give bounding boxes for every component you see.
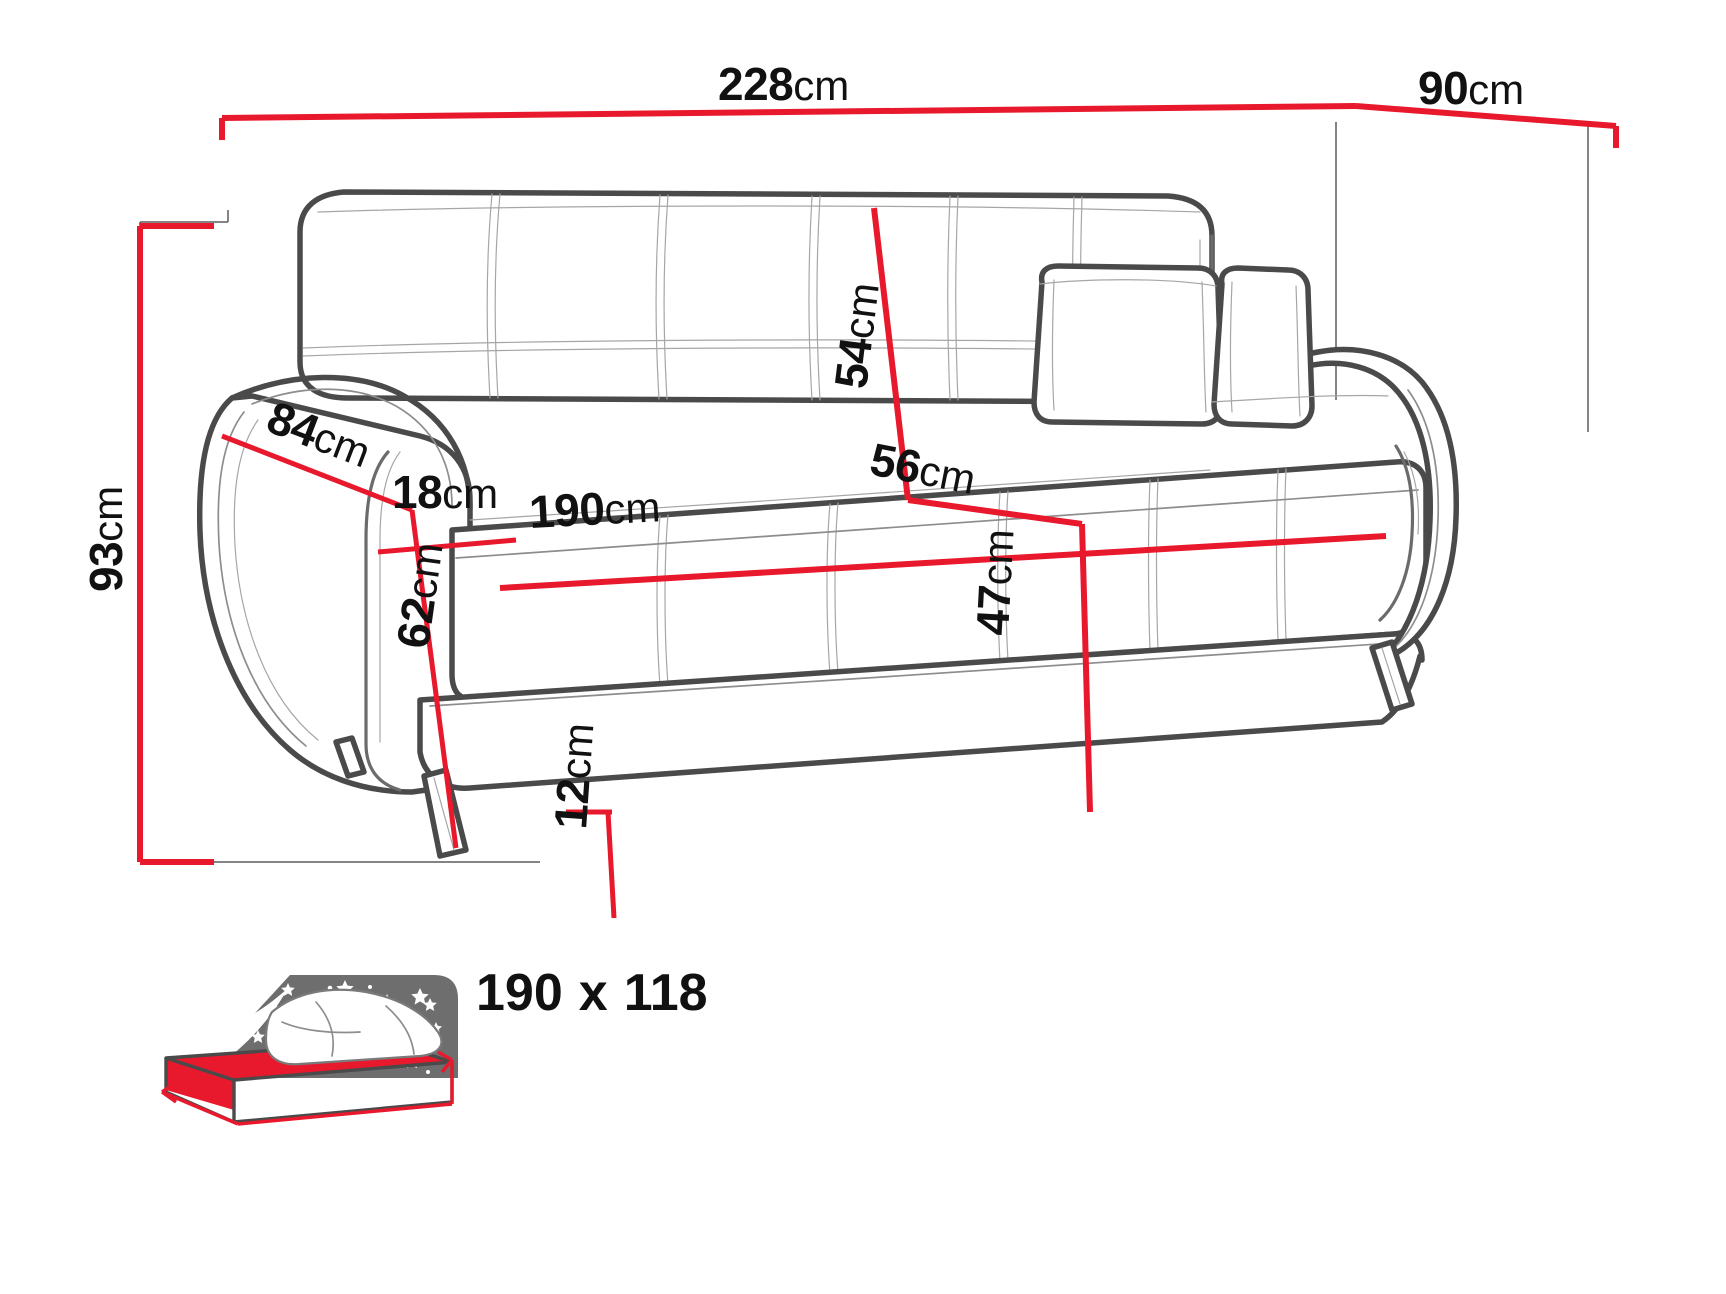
mattress-front <box>166 1058 234 1110</box>
sleeping-length: 118 <box>624 964 708 1022</box>
sleeping-area-icon: 190 x 118 <box>161 964 708 1126</box>
sofa-leg-back-left <box>333 735 367 779</box>
bed-dim-width-2 <box>237 1102 453 1126</box>
pillow-fold-2 <box>385 1005 415 1055</box>
dim-line-56 <box>907 497 1083 527</box>
label-190cm: 190cm <box>528 479 662 538</box>
label-190-number: 190 <box>528 482 606 538</box>
dim-line-47 <box>1079 523 1093 813</box>
bed-dim-width <box>161 1080 239 1126</box>
dimension-lines <box>137 103 1619 919</box>
svg-text:54cm: 54cm <box>824 280 889 392</box>
label-47cm: 47cm <box>966 528 1023 637</box>
label-62cm: 62cm <box>386 539 452 652</box>
dim-line-90 <box>1355 103 1617 129</box>
bed-dim-length <box>437 1050 454 1104</box>
sleeping-width: 190 <box>476 964 563 1022</box>
dim-line-54 <box>871 207 911 501</box>
armrest-inner-face <box>364 450 402 792</box>
label-47-unit: cm <box>973 528 1023 586</box>
sofa-illustration <box>196 189 1459 859</box>
label-90-unit: cm <box>1468 66 1524 113</box>
label-62-number: 62 <box>386 594 444 651</box>
label-54-unit: cm <box>834 280 887 341</box>
svg-text:56cm: 56cm <box>866 433 980 504</box>
label-190-unit: cm <box>603 483 661 533</box>
dim-line-228 <box>221 103 1357 121</box>
sky-swoosh <box>196 975 290 1078</box>
label-93cm: 93cm <box>80 486 132 592</box>
dim-line-190 <box>499 533 1387 591</box>
svg-text:12cm: 12cm <box>544 721 603 831</box>
label-62-unit: cm <box>397 540 451 602</box>
label-54cm: 54cm <box>824 280 889 392</box>
label-12-unit: cm <box>552 721 603 780</box>
svg-text:62cm: 62cm <box>386 539 452 651</box>
svg-text:90cm: 90cm <box>1418 62 1524 114</box>
svg-text:228cm: 228cm <box>718 58 849 110</box>
svg-text:190cm: 190cm <box>528 479 662 538</box>
dim-line-84 <box>221 433 413 513</box>
label-56cm: 56cm <box>866 433 980 504</box>
seat-seams <box>455 468 1419 687</box>
mattress-box-edge2 <box>233 1060 453 1082</box>
label-93-unit: cm <box>84 486 131 542</box>
dim-line-62 <box>409 509 459 849</box>
label-228-unit: cm <box>793 62 849 109</box>
dim-line-12 <box>605 811 617 919</box>
svg-text:18cm: 18cm <box>392 466 498 518</box>
svg-text:93cm: 93cm <box>80 486 132 592</box>
label-18-number: 18 <box>392 466 442 518</box>
label-56-number: 56 <box>866 433 925 494</box>
throw-pillow-right <box>1211 265 1315 429</box>
label-90cm: 90cm <box>1418 62 1524 114</box>
label-228-number: 228 <box>718 58 793 110</box>
label-sleeping-area: 190 x 118 <box>476 964 708 1022</box>
label-54-number: 54 <box>824 334 882 391</box>
pillow-fold-3 <box>281 1021 361 1034</box>
label-56-unit: cm <box>916 446 980 503</box>
label-47-number: 47 <box>966 584 1021 637</box>
label-18-unit: cm <box>442 470 498 517</box>
label-18cm: 18cm <box>392 466 498 518</box>
svg-text:47cm: 47cm <box>966 528 1023 637</box>
label-90-number: 90 <box>1418 62 1468 114</box>
throw-pillow-left <box>1031 263 1225 427</box>
label-12cm: 12cm <box>544 721 603 831</box>
right-arm-inner <box>1378 444 1415 622</box>
label-228cm: 228cm <box>718 58 849 110</box>
dim-line-18 <box>377 537 517 555</box>
label-93-number: 93 <box>80 542 132 592</box>
pillow-fold-1 <box>315 1001 335 1057</box>
sofa-leg-right <box>1369 639 1415 713</box>
bed-pillow <box>264 988 443 1066</box>
label-12-number: 12 <box>544 777 599 831</box>
sleeping-separator: x <box>579 964 608 1022</box>
armrest-top <box>229 374 473 511</box>
